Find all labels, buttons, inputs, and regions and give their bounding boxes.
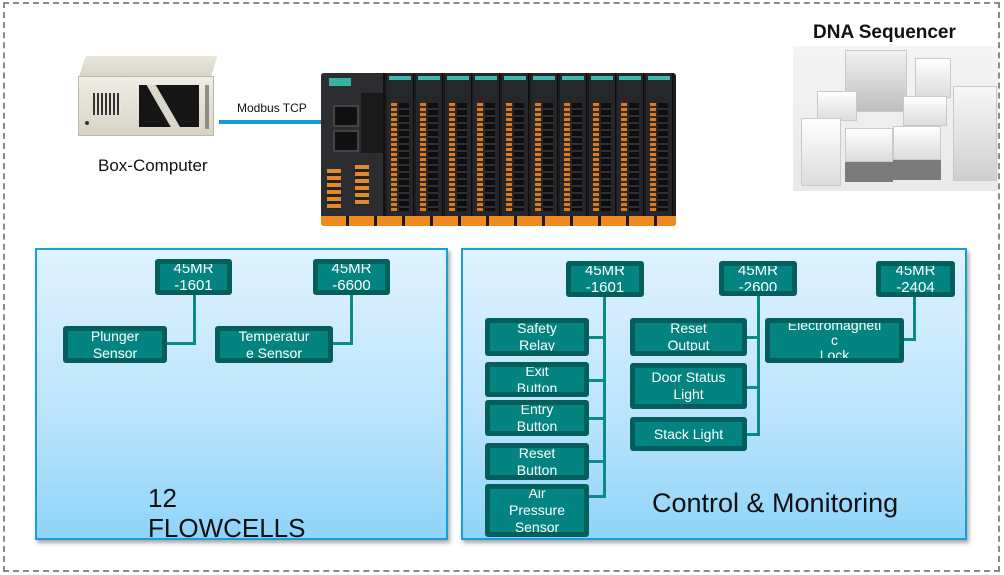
io-module: [559, 73, 587, 216]
module-45mr-2404[interactable]: 45MR -2404: [876, 261, 955, 297]
box-computer-image: [78, 56, 218, 138]
io-module: [502, 73, 530, 216]
air-pressure-sensor-node[interactable]: Air Pressure Sensor: [485, 484, 589, 537]
temperature-sensor-node[interactable]: Temperatur e Sensor: [215, 326, 333, 363]
electromagnetic-lock-node[interactable]: Electromagneti c Lock: [765, 318, 904, 363]
flowcells-label: FLOWCELLS: [148, 512, 306, 543]
module-45mr-1601-flowcells[interactable]: 45MR -1601: [155, 259, 232, 295]
dna-sequencer-image: [793, 46, 998, 191]
reset-output-node[interactable]: Reset Output: [630, 318, 747, 356]
rack-head-unit: [321, 73, 385, 216]
module-45mr-2600[interactable]: 45MR -2600: [719, 261, 797, 296]
modbus-tcp-label: Modbus TCP: [237, 101, 307, 115]
dna-sequencer-title: DNA Sequencer: [813, 22, 956, 43]
safety-relay-node[interactable]: Safety Relay: [485, 318, 589, 356]
io-module: [531, 73, 558, 216]
flowcells-count: 12: [148, 483, 177, 513]
flowcells-panel: [35, 248, 448, 540]
io-module: [415, 73, 443, 216]
io-module: [444, 73, 472, 216]
box-computer-label: Box-Computer: [98, 156, 208, 175]
stack-light-node[interactable]: Stack Light: [630, 417, 747, 451]
entry-button-node[interactable]: Entry Button: [485, 400, 589, 436]
exit-button-node[interactable]: Exit Button: [485, 362, 589, 397]
remote-io-rack-image: [321, 73, 676, 226]
io-module: [473, 73, 501, 216]
io-module: [617, 73, 645, 216]
module-45mr-6600[interactable]: 45MR -6600: [313, 259, 390, 295]
io-module: [588, 73, 616, 216]
module-45mr-1601-control[interactable]: 45MR -1601: [566, 261, 644, 297]
modbus-tcp-connection: [219, 120, 323, 124]
io-module: [387, 73, 414, 216]
plunger-sensor-node[interactable]: Plunger Sensor: [63, 326, 167, 363]
reset-button-node[interactable]: Reset Button: [485, 443, 589, 480]
flowcells-panel-title: 12 FLOWCELLS: [148, 483, 348, 544]
io-module: [646, 73, 674, 216]
door-status-light-node[interactable]: Door Status Light: [630, 363, 747, 409]
control-monitoring-title: Control & Monitoring: [652, 488, 899, 518]
system-boundary: [3, 2, 1000, 572]
